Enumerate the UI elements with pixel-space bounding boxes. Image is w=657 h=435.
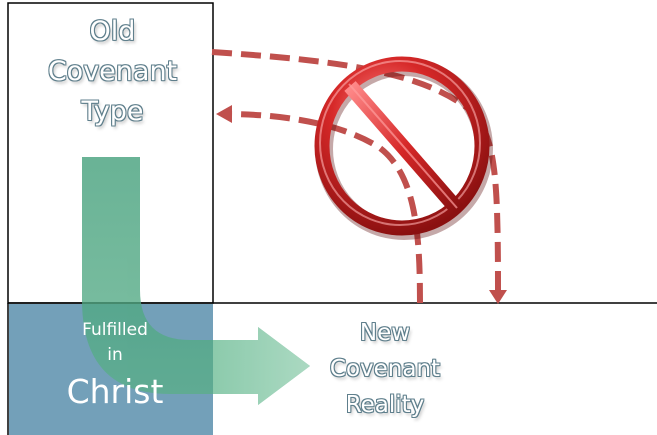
new-covenant-line-3: Reality <box>345 392 425 418</box>
arrowhead-left <box>216 105 232 123</box>
prohibition-icon <box>314 56 493 240</box>
old-covenant-line-2: Covenant <box>47 56 178 87</box>
old-covenant-line-1: Old <box>89 16 136 47</box>
dashed-arrow-inner-up <box>231 111 423 304</box>
fulfilled-line-1: Fulfilled <box>82 320 148 340</box>
new-covenant-line-1: New <box>359 320 411 346</box>
dashed-arrowheads <box>216 105 507 304</box>
new-covenant-label: New Covenant Reality <box>300 315 470 423</box>
old-covenant-label: Old Covenant Type <box>30 12 195 132</box>
new-covenant-line-2: Covenant <box>329 356 441 382</box>
fulfilled-label: Fulfilled in <box>40 318 190 368</box>
arrowhead-down <box>489 290 507 304</box>
christ-label: Christ <box>66 372 164 411</box>
u-turn-arrow-icon <box>82 157 310 405</box>
old-covenant-line-3: Type <box>81 96 144 127</box>
fulfilled-line-2: in <box>107 345 123 365</box>
